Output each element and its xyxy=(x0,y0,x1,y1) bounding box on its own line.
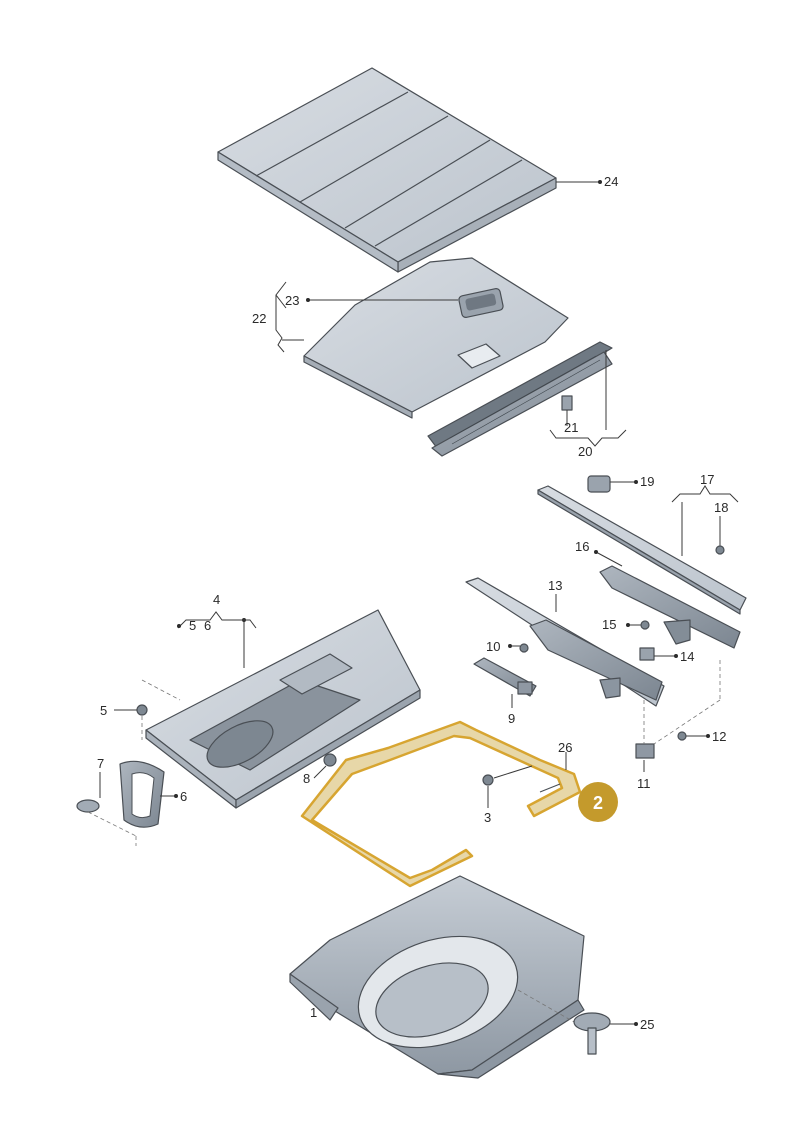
label-13: 13 xyxy=(548,578,562,593)
label-26: 26 xyxy=(558,740,572,755)
side-rail-lower xyxy=(599,565,741,649)
bracket-9 xyxy=(473,657,537,697)
label-7: 7 xyxy=(97,756,104,771)
side-rail-upper xyxy=(537,485,747,615)
label-5: 5 xyxy=(100,703,107,718)
trim-strip xyxy=(465,577,665,707)
label-20: 20 xyxy=(578,444,592,459)
label-24: 24 xyxy=(604,174,618,189)
label-11: 11 xyxy=(637,776,651,791)
highlight-badge[interactable]: 2 xyxy=(578,782,618,822)
label-6: 6 xyxy=(180,789,187,804)
nut-7 xyxy=(76,799,100,813)
clip-5 xyxy=(136,704,148,716)
label-3: 3 xyxy=(484,810,491,825)
highlight-badge-circle xyxy=(578,782,618,822)
bracket-11 xyxy=(635,743,655,759)
spare-wheel-well xyxy=(289,875,585,1079)
label-25: 25 xyxy=(640,1017,654,1032)
label-19: 19 xyxy=(640,474,654,489)
label-16: 16 xyxy=(575,539,589,554)
label-9: 9 xyxy=(508,711,515,726)
clip-3 xyxy=(482,774,494,786)
label-18: 18 xyxy=(714,500,728,515)
label-1: 1 xyxy=(310,1005,317,1020)
label-4-sub5: 5 xyxy=(189,618,196,633)
load-sill-trim xyxy=(427,341,613,457)
seal-ring-highlighted xyxy=(300,720,582,888)
label-4-sub6: 6 xyxy=(204,618,211,633)
label-8: 8 xyxy=(303,771,310,786)
label-15: 15 xyxy=(602,617,616,632)
label-10: 10 xyxy=(486,639,500,654)
label-22: 22 xyxy=(252,311,266,326)
clip-19 xyxy=(587,475,611,493)
label-12: 12 xyxy=(712,729,726,744)
label-21: 21 xyxy=(564,420,578,435)
floor-cover-panel xyxy=(217,67,557,273)
label-14: 14 xyxy=(680,649,694,664)
highlight-badge-label: 2 xyxy=(593,793,603,813)
label-23: 23 xyxy=(285,293,299,308)
clip-8 xyxy=(323,753,337,767)
label-17: 17 xyxy=(700,472,714,487)
knob-25 xyxy=(573,1012,611,1055)
load-floor xyxy=(303,257,569,419)
holder-6 xyxy=(119,760,165,828)
storage-tray xyxy=(145,609,421,809)
label-4: 4 xyxy=(213,592,220,607)
